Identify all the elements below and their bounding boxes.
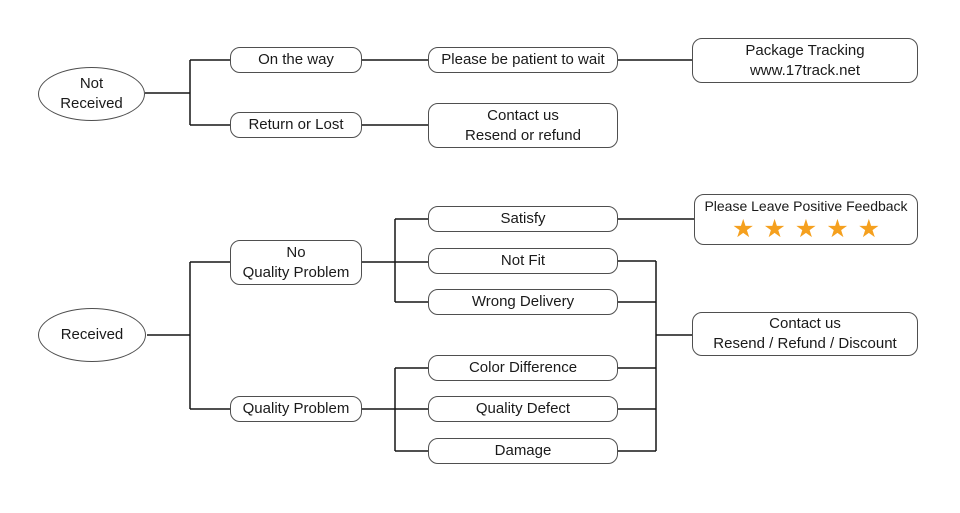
node-quality-problem-label: Quality Problem: [242, 400, 350, 418]
node-positive-feedback-label: Please Leave Positive Feedback: [704, 198, 908, 215]
not-received-branch-lines: [145, 59, 692, 126]
node-on-the-way-label: On the way: [258, 51, 334, 69]
node-return-or-lost: Return or Lost: [230, 112, 362, 138]
node-no-quality-problem-label: No Quality Problem: [242, 243, 350, 281]
node-satisfy-label: Satisfy: [500, 210, 546, 228]
node-no-quality-problem: No Quality Problem: [230, 240, 362, 285]
node-not-fit: Not Fit: [428, 248, 618, 274]
node-not-received: Not Received: [38, 67, 145, 121]
node-return-or-lost-label: Return or Lost: [248, 116, 344, 134]
node-contact-resend-refund-discount: Contact us Resend / Refund / Discount: [692, 312, 918, 356]
received-branch-lines: [147, 218, 428, 452]
node-color-difference: Color Difference: [428, 355, 618, 381]
node-wrong-delivery: Wrong Delivery: [428, 289, 618, 315]
node-received: Received: [38, 308, 146, 362]
node-not-fit-label: Not Fit: [500, 252, 546, 270]
node-wrong-delivery-label: Wrong Delivery: [471, 293, 575, 311]
node-quality-defect: Quality Defect: [428, 396, 618, 422]
node-please-be-patient-label: Please be patient to wait: [441, 51, 605, 69]
node-package-tracking-label: Package Tracking www.17track.net: [745, 41, 865, 79]
node-positive-feedback: Please Leave Positive Feedback ★★★★★: [694, 194, 918, 245]
node-on-the-way: On the way: [230, 47, 362, 73]
node-package-tracking: Package Tracking www.17track.net: [692, 38, 918, 83]
node-contact-resend-refund: Contact us Resend or refund: [428, 103, 618, 148]
five-star-rating-icon: ★★★★★: [731, 214, 890, 243]
node-contact-resend-refund-discount-label: Contact us Resend / Refund / Discount: [713, 315, 897, 352]
node-contact-resend-refund-label: Contact us Resend or refund: [465, 106, 581, 144]
node-please-be-patient: Please be patient to wait: [428, 47, 618, 73]
node-received-label: Received: [60, 326, 124, 344]
node-quality-defect-label: Quality Defect: [475, 400, 571, 418]
node-satisfy: Satisfy: [428, 206, 618, 232]
node-damage-label: Damage: [494, 442, 552, 460]
node-color-difference-label: Color Difference: [468, 359, 578, 377]
node-damage: Damage: [428, 438, 618, 464]
node-quality-problem: Quality Problem: [230, 396, 362, 422]
node-not-received-label: Not Received: [60, 75, 123, 112]
merge-lines: [618, 218, 694, 452]
